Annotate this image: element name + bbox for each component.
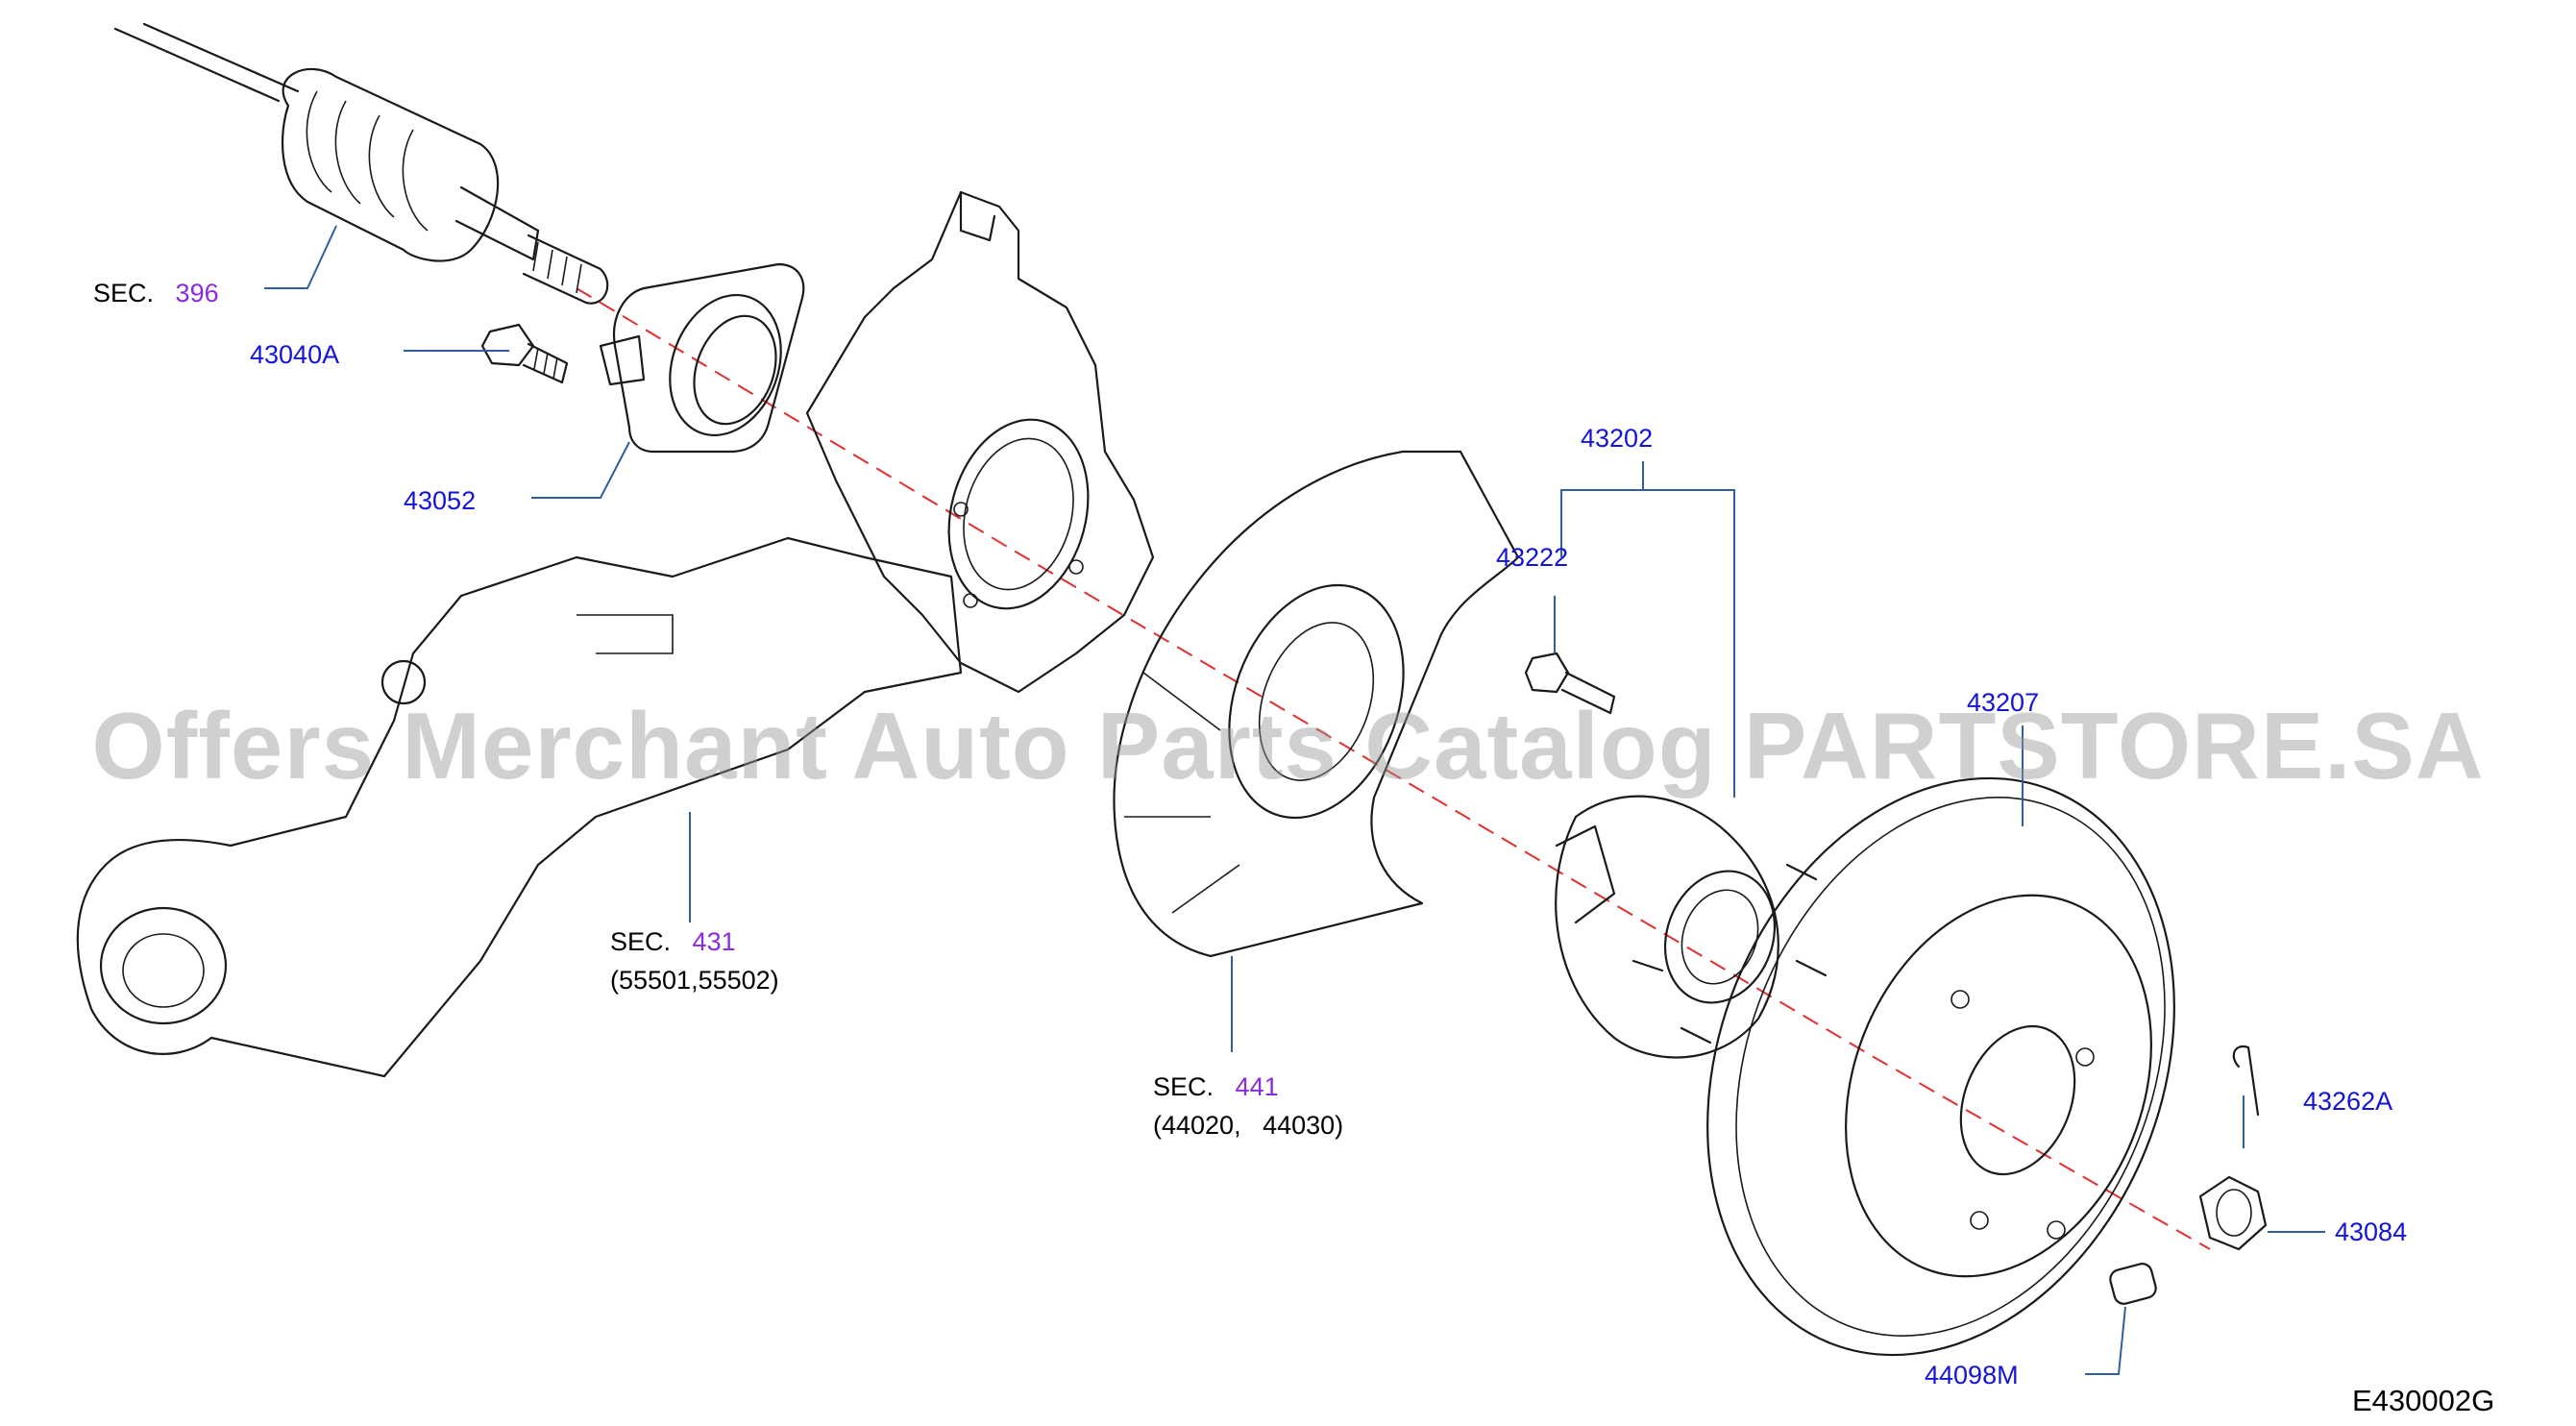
sec-431-number[interactable]: 431 bbox=[692, 927, 736, 956]
bearing-housing-icon bbox=[599, 262, 805, 454]
part-43084-label[interactable]: 43084 bbox=[2335, 1217, 2408, 1246]
part-43040A-label[interactable]: 43040A bbox=[250, 340, 340, 369]
suspension-arm-icon bbox=[76, 536, 963, 1078]
assembly-centerline bbox=[576, 287, 2211, 1250]
sec-396-number[interactable]: 396 bbox=[175, 279, 219, 307]
cap-icon bbox=[2109, 1263, 2157, 1305]
sec-441-label[interactable]: SEC. 441 bbox=[1153, 1074, 1279, 1100]
hub-nut-icon bbox=[2198, 1175, 2268, 1251]
drive-shaft-icon bbox=[113, 22, 609, 305]
hub-assembly-icon bbox=[1555, 795, 1828, 1059]
bolt-43222-icon bbox=[1524, 652, 1616, 715]
dust-shield-icon bbox=[1113, 450, 1520, 958]
part-43202-label[interactable]: 43202 bbox=[1581, 424, 1654, 453]
sec-431-prefix: SEC. bbox=[610, 927, 672, 956]
part-43262A-label[interactable]: 43262A bbox=[2303, 1087, 2393, 1116]
bolt-43040A-icon bbox=[480, 323, 569, 384]
sec-431-label[interactable]: SEC. 431 bbox=[610, 929, 736, 955]
part-43052-label[interactable]: 43052 bbox=[404, 486, 477, 515]
sec-396-label[interactable]: SEC. 396 bbox=[93, 281, 219, 307]
figure-code: E430002G bbox=[2352, 1384, 2495, 1417]
knuckle-icon bbox=[805, 190, 1155, 694]
part-43222-label[interactable]: 43222 bbox=[1496, 543, 1569, 572]
sec-441-prefix: SEC. bbox=[1153, 1072, 1214, 1101]
brake-disc-icon bbox=[1706, 776, 2175, 1357]
sec-441-subparts: (44020, 44030) bbox=[1153, 1111, 1344, 1140]
part-43207-label[interactable]: 43207 bbox=[1967, 688, 2040, 717]
sec-431-subparts: (55501,55502) bbox=[610, 966, 779, 995]
cotter-pin-icon bbox=[2232, 1045, 2260, 1117]
sec-396-prefix: SEC. bbox=[93, 279, 155, 307]
sec-441-number[interactable]: 441 bbox=[1235, 1072, 1279, 1101]
part-44098M-label[interactable]: 44098M bbox=[1925, 1361, 2019, 1389]
leader-lines bbox=[264, 225, 2325, 1375]
watermark-text: Offers Merchant Auto Parts Catalog PARTS… bbox=[91, 693, 2485, 799]
